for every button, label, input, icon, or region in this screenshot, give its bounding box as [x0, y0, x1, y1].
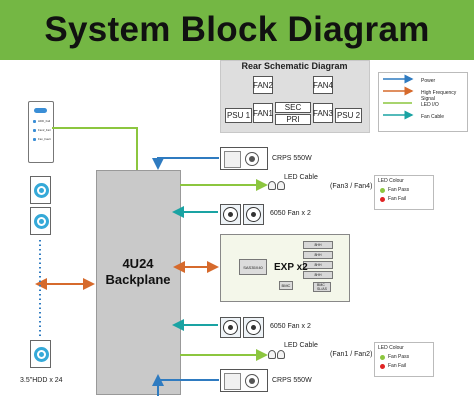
page-title: System Block Diagram: [44, 10, 430, 49]
led-cable-bottom-label: LED Cable: [284, 342, 318, 349]
rear-sec: SEC: [275, 102, 311, 113]
legend-fan-cable: Fan Cable: [421, 114, 445, 120]
led-legend-title: LED Colour: [378, 345, 404, 351]
fans-bottom-label: 6050 Fan x 2: [270, 323, 311, 330]
connector: 8HH: [303, 241, 333, 249]
fans-top-label: 6050 Fan x 2: [270, 210, 311, 217]
psu-bottom-label: CRPS 550W: [272, 377, 312, 384]
fail-dot-icon: [380, 197, 385, 202]
led-legend-title: LED Colour: [378, 178, 404, 184]
led-colour-legend-top: LED Colour Fan Pass Fan Fail: [374, 175, 434, 210]
psu-top-label: CRPS 550W: [272, 155, 312, 162]
rear-psu1: PSU 1: [225, 108, 252, 123]
power-button-icon: [34, 108, 47, 113]
bmc-chip: BMC: [279, 281, 293, 290]
rear-fan2: FAN2: [253, 76, 273, 94]
expander-chip: SAS35X40: [239, 259, 267, 275]
status-led-icon: [33, 138, 36, 141]
legend-hf-signal: High Frequency Signal: [421, 90, 457, 102]
connector: 8HH: [303, 251, 333, 259]
led-cable-top-label: LED Cable: [284, 174, 318, 181]
rear-pri: PRI: [275, 114, 311, 125]
fan-icon: [220, 204, 241, 225]
rear-fan3: FAN3: [313, 103, 333, 123]
backplane-label-line2: Backplane: [105, 272, 171, 287]
hdd-bay-icon: [30, 176, 51, 204]
psu-bottom-power-line: [157, 379, 219, 396]
hdd-bay-icon: [30, 207, 51, 235]
rear-fan1: FAN1: [253, 103, 273, 123]
led-colour-legend-bottom: LED Colour Fan Pass Fan Fail: [374, 342, 434, 377]
rear-schematic-title: Rear Schematic Diagram: [241, 61, 348, 71]
led-icon: [268, 181, 276, 190]
ctrl-label-3: Fan_Fault: [38, 137, 51, 141]
led-legend-pass: Fan Pass: [388, 187, 410, 193]
expander-board: SAS35X40 BMC 8HH 8HH 8HH 8HH BMC SL/AS: [220, 234, 350, 302]
psu-bottom: [220, 369, 268, 392]
legend-power: Power: [421, 78, 436, 84]
hdd-bay-icon: [30, 340, 51, 368]
psu-top-power-line: [152, 157, 219, 170]
backplane-block: [96, 170, 181, 395]
fan-icon: [243, 317, 264, 338]
bmc-connector: BMC SL/AS: [313, 282, 331, 292]
title-bar: System Block Diagram: [0, 0, 474, 60]
pass-dot-icon: [380, 355, 385, 360]
status-led-icon: [33, 129, 36, 132]
front-control-panel: HDD_Fail Fan2_Fail Fan_Fault: [28, 101, 54, 163]
led-icon: [277, 181, 285, 190]
expander-label: EXP x2: [274, 262, 308, 273]
led-legend-fail: Fan Fail: [388, 196, 407, 202]
fan-icon: [243, 204, 264, 225]
ctrl-to-backplane-line: [52, 127, 138, 170]
ctrl-label-2: Fan2_Fail: [38, 128, 51, 132]
led-cable-bottom-sub: (Fan1 / Fan2): [330, 351, 373, 358]
led-legend-fail: Fan Fail: [388, 363, 407, 369]
connector: 8HH: [303, 261, 333, 269]
legend-led-io: LED I/O: [421, 102, 439, 108]
rear-psu2: PSU 2: [335, 108, 362, 123]
led-legend-pass: Fan Pass: [388, 354, 410, 360]
rear-fan4: FAN4: [313, 76, 333, 94]
connector: 8HH: [303, 271, 333, 279]
ctrl-label-1: HDD_Fail: [38, 119, 51, 123]
pass-dot-icon: [380, 188, 385, 193]
led-cable-top-sub: (Fan3 / Fan4): [330, 183, 373, 190]
led-icon: [277, 350, 285, 359]
hdd-label: 3.5"HDD x 24: [20, 377, 63, 384]
led-icon: [268, 350, 276, 359]
fail-dot-icon: [380, 364, 385, 369]
status-led-icon: [33, 120, 36, 123]
backplane-label-line1: 4U24: [122, 256, 154, 271]
psu-top: [220, 147, 268, 170]
line-legend: Power High Frequency Signal LED I/O Fan …: [378, 72, 468, 132]
fan-icon: [220, 317, 241, 338]
